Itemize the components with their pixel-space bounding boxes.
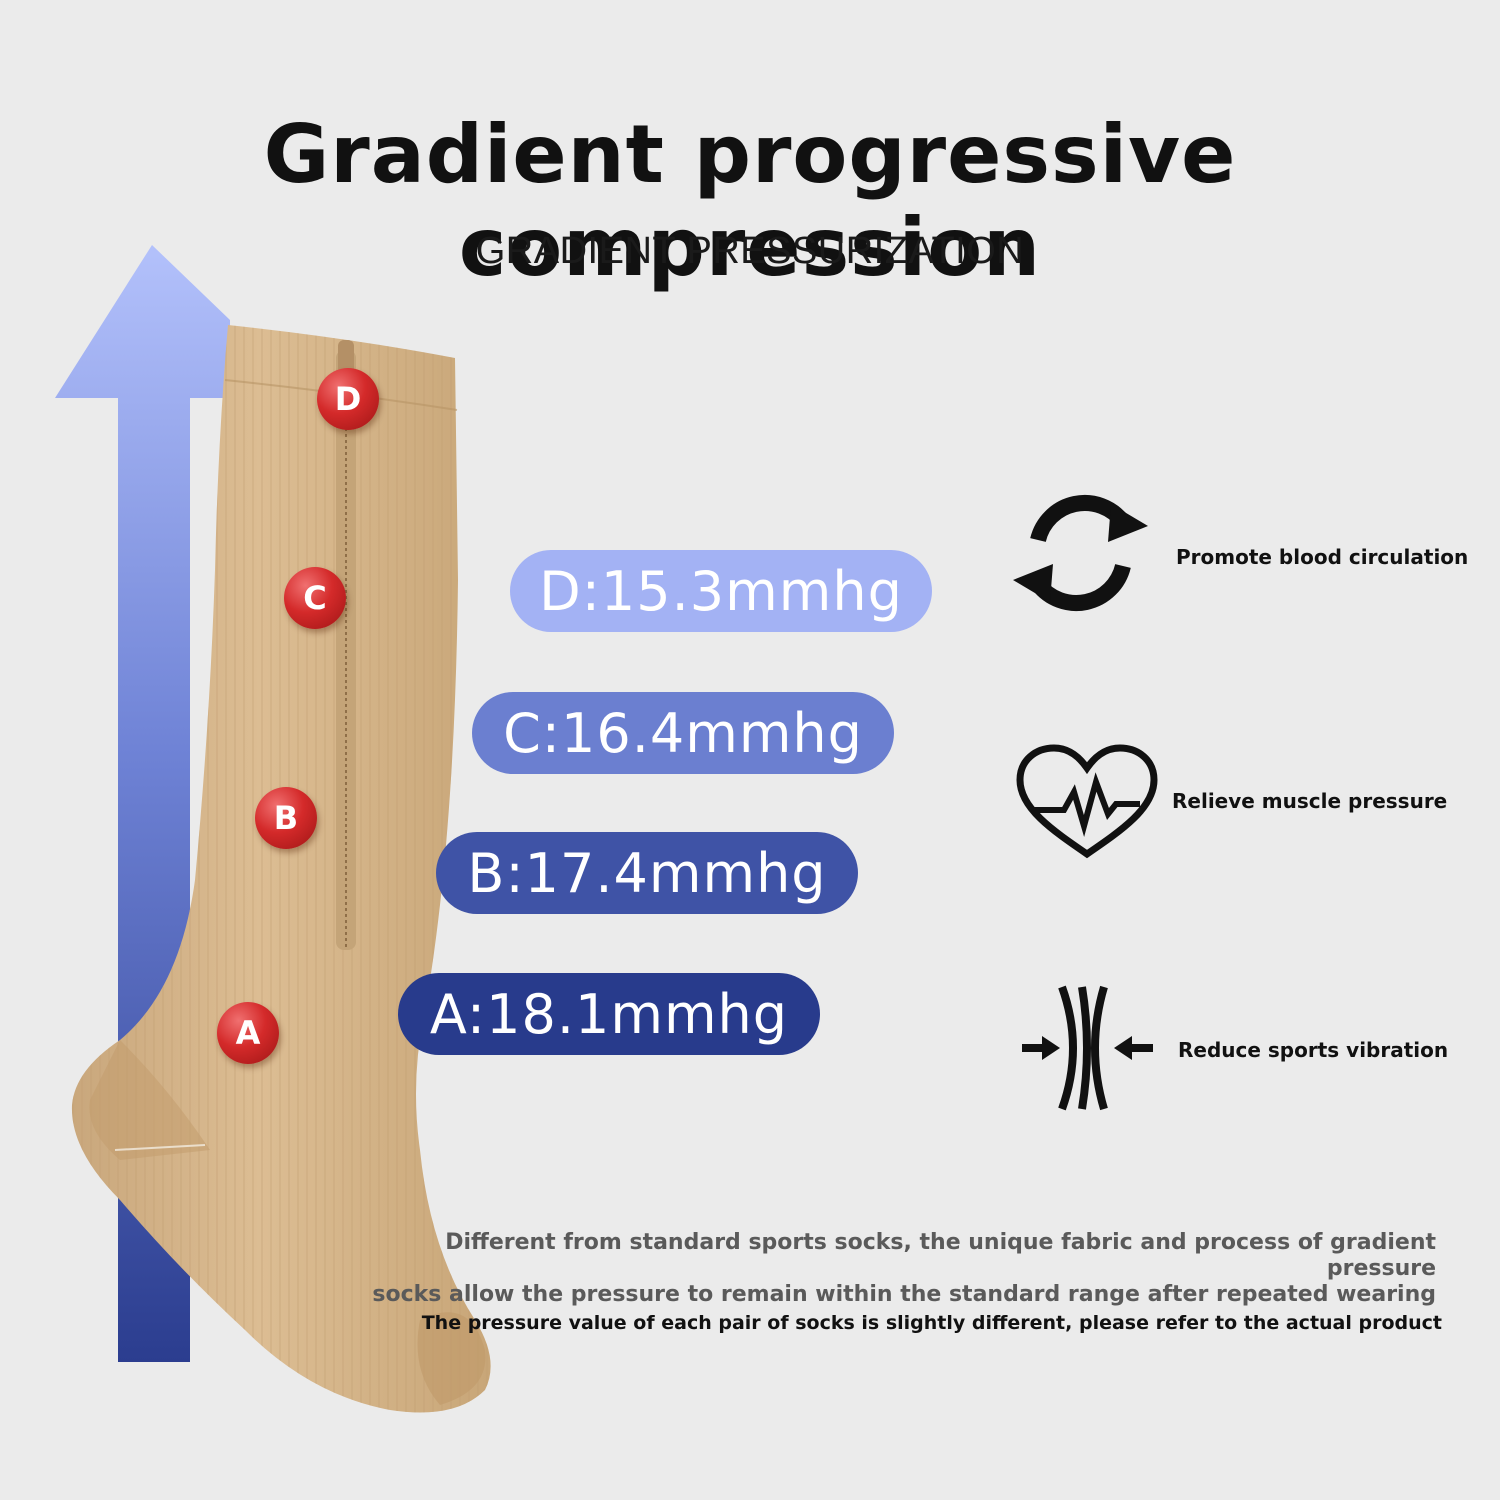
description: Different from standard sports socks, th… — [336, 1230, 1436, 1308]
pressure-label-a: A:18.1mmhg — [398, 973, 820, 1055]
page-subtitle: GRADIENT PRESSURIZATION — [475, 230, 1025, 272]
compression-sock — [71, 325, 491, 1413]
pressure-label-d: D:15.3mmhg — [510, 550, 932, 632]
page-title: Gradient progressive compression — [263, 108, 1237, 294]
pin-a: A — [217, 1002, 279, 1064]
sock-heel — [89, 1040, 210, 1160]
disclaimer-note: The pressure value of each pair of socks… — [421, 1312, 1442, 1334]
sock-toe — [417, 1312, 486, 1405]
heartbeat-icon — [1016, 744, 1158, 859]
description-line-1: Different from standard sports socks, th… — [445, 1230, 1436, 1281]
pressure-label-b: B:17.4mmhg — [436, 832, 858, 914]
feature-label-muscle: Relieve muscle pressure — [1172, 789, 1448, 813]
vibration-compress-icon — [1022, 985, 1153, 1111]
circulation-arrows-icon — [1013, 494, 1148, 612]
pin-d: D — [317, 368, 379, 430]
pressure-label-c: C:16.4mmhg — [472, 692, 894, 774]
feature-label-circulation: Promote blood circulation — [1176, 545, 1469, 569]
feature-label-vibration: Reduce sports vibration — [1178, 1038, 1449, 1062]
pin-c: C — [284, 567, 346, 629]
pin-b: B — [255, 787, 317, 849]
description-line-2: socks allow the pressure to remain withi… — [372, 1282, 1436, 1307]
